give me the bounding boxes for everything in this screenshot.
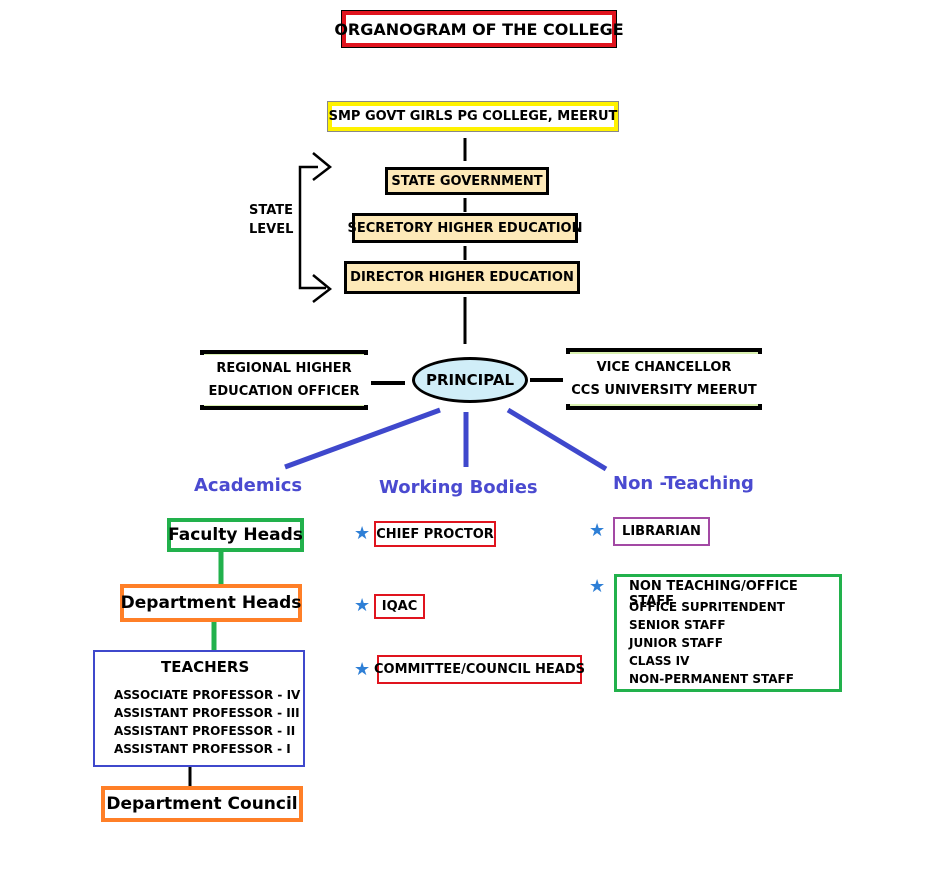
bracket-arrow-icon xyxy=(298,152,333,303)
list-item: ASSOCIATE PROFESSOR - IV xyxy=(114,688,301,702)
non-teaching-staff-box: NON TEACHING/OFFICE STAFF OFFICE SUPRITE… xyxy=(614,574,842,692)
director-box: DIRECTOR HIGHER EDUCATION xyxy=(344,261,580,294)
list-item: NON-PERMANENT STAFF xyxy=(629,672,794,686)
librarian-box: LIBRARIAN xyxy=(613,517,710,546)
list-item: JUNIOR STAFF xyxy=(629,636,723,650)
list-item: ASSISTANT PROFESSOR - I xyxy=(114,742,291,756)
iqac-box: IQAC xyxy=(374,594,425,619)
star-icon: ★ xyxy=(354,659,371,680)
department-council-box: Department Council xyxy=(101,786,303,822)
connector-branch-nonteaching xyxy=(506,407,608,472)
state-level-label: STATE LEVEL xyxy=(249,203,294,237)
page-title: ORGANOGRAM OF THE COLLEGE xyxy=(334,10,624,48)
teachers-box: TEACHERS ASSOCIATE PROFESSOR - IV ASSIST… xyxy=(93,650,305,767)
department-heads-box: Department Heads xyxy=(120,584,302,622)
vice-chancellor-box: VICE CHANCELLOR CCS UNIVERSITY MEERUT xyxy=(565,348,763,410)
secretary-box: SECRETORY HIGHER EDUCATION xyxy=(348,213,583,243)
star-icon: ★ xyxy=(354,523,371,544)
teachers-list: ASSOCIATE PROFESSOR - IV ASSISTANT PROFE… xyxy=(114,686,300,758)
connector-branch-academics xyxy=(284,407,441,470)
state-government-box: STATE GOVERNMENT xyxy=(385,167,549,195)
branch-academics: Academics xyxy=(194,475,303,496)
list-item: SENIOR STAFF xyxy=(629,618,726,632)
star-icon: ★ xyxy=(354,595,371,616)
staff-title: NON TEACHING/OFFICE STAFF xyxy=(629,579,798,609)
committee-heads-box: COMMITTEE/COUNCIL HEADS xyxy=(374,655,585,684)
regional-officer-box: REGIONAL HIGHER EDUCATION OFFICER xyxy=(200,350,368,410)
college-box: SMP GOVT GIRLS PG COLLEGE, MEERUT xyxy=(327,101,619,132)
branch-non-teaching: Non -Teaching xyxy=(613,473,754,494)
star-icon: ★ xyxy=(589,520,606,541)
list-item: OFFICE SUPRITENDENT xyxy=(629,600,785,614)
staff-list: OFFICE SUPRITENDENT SENIOR STAFF JUNIOR … xyxy=(629,598,794,688)
branch-working-bodies: Working Bodies xyxy=(379,477,538,498)
list-item: ASSISTANT PROFESSOR - III xyxy=(114,706,300,720)
teachers-title: TEACHERS xyxy=(161,658,250,676)
faculty-heads-box: Faculty Heads xyxy=(167,518,304,552)
principal-node: PRINCIPAL xyxy=(412,357,528,403)
star-icon: ★ xyxy=(589,576,606,597)
chief-proctor-box: CHIEF PROCTOR xyxy=(374,521,496,547)
list-item: CLASS IV xyxy=(629,654,690,668)
list-item: ASSISTANT PROFESSOR - II xyxy=(114,724,296,738)
